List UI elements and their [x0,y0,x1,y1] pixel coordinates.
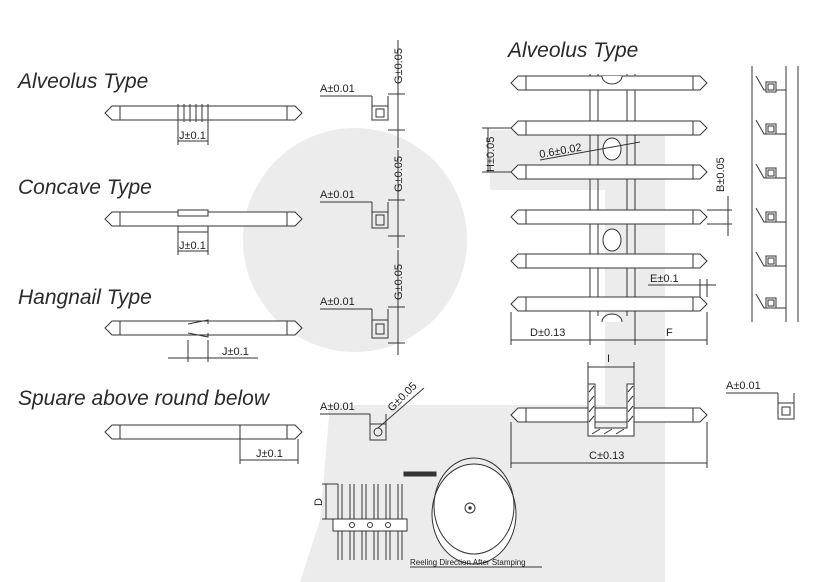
header-connector [322,471,437,560]
u-carrier-pin [510,362,708,468]
title-square-round-type: Spuare above round below [18,387,270,410]
h-tolerance-label: H±0.05 [485,137,497,172]
g-tolerance-label: G±0.05 [393,156,405,192]
concave-cross-section [320,150,405,248]
reeling-caption: Reeling Direction After Stamping [410,558,526,567]
a-tolerance-label: A±0.01 [320,401,355,413]
e-tolerance-label: E±0.1 [650,273,679,285]
right-cross-section [726,392,795,420]
title-alveolus-type: Alveolus Type [18,70,149,93]
j-tolerance-label: J±0.1 [179,130,206,142]
reel [431,457,517,565]
g-tolerance-label: G±0.05 [393,48,405,84]
j-tolerance-label: J±0.1 [179,240,206,252]
title-alveolus-type-right: Alveolus Type [508,39,639,62]
concave-pin [104,209,303,255]
j-tolerance-label: J±0.1 [256,448,283,460]
hangnail-cross-section [320,250,405,355]
a-tolerance-label: A±0.01 [320,189,355,201]
side-strip-view [751,66,799,322]
i-label: I [607,353,610,365]
title-hangnail-type: Hangnail Type [18,286,152,309]
d-label: D [313,498,325,506]
hole-tolerance-label: 0.6±0.02 [538,142,582,161]
g-tolerance-label: G±0.05 [393,264,405,300]
alveolus-pin [104,104,303,145]
square-round-cross-section [320,387,425,441]
g-tolerance-label: G±0.05 [386,380,420,414]
alveolus-strip [482,74,732,345]
d-tolerance-label: D±0.13 [530,327,565,339]
f-label: F [666,327,673,339]
j-tolerance-label: J±0.1 [222,346,249,358]
b-tolerance-label: B±0.05 [715,157,727,192]
a-tolerance-label: A±0.01 [726,380,761,392]
title-concave-type: Concave Type [18,176,152,199]
a-tolerance-label: A±0.01 [320,296,355,308]
square-round-pin [104,424,303,464]
c-tolerance-label: C±0.13 [589,450,624,462]
alveolus-cross-section [320,40,405,148]
a-tolerance-label: A±0.01 [320,83,355,95]
hangnail-pin [104,319,303,362]
